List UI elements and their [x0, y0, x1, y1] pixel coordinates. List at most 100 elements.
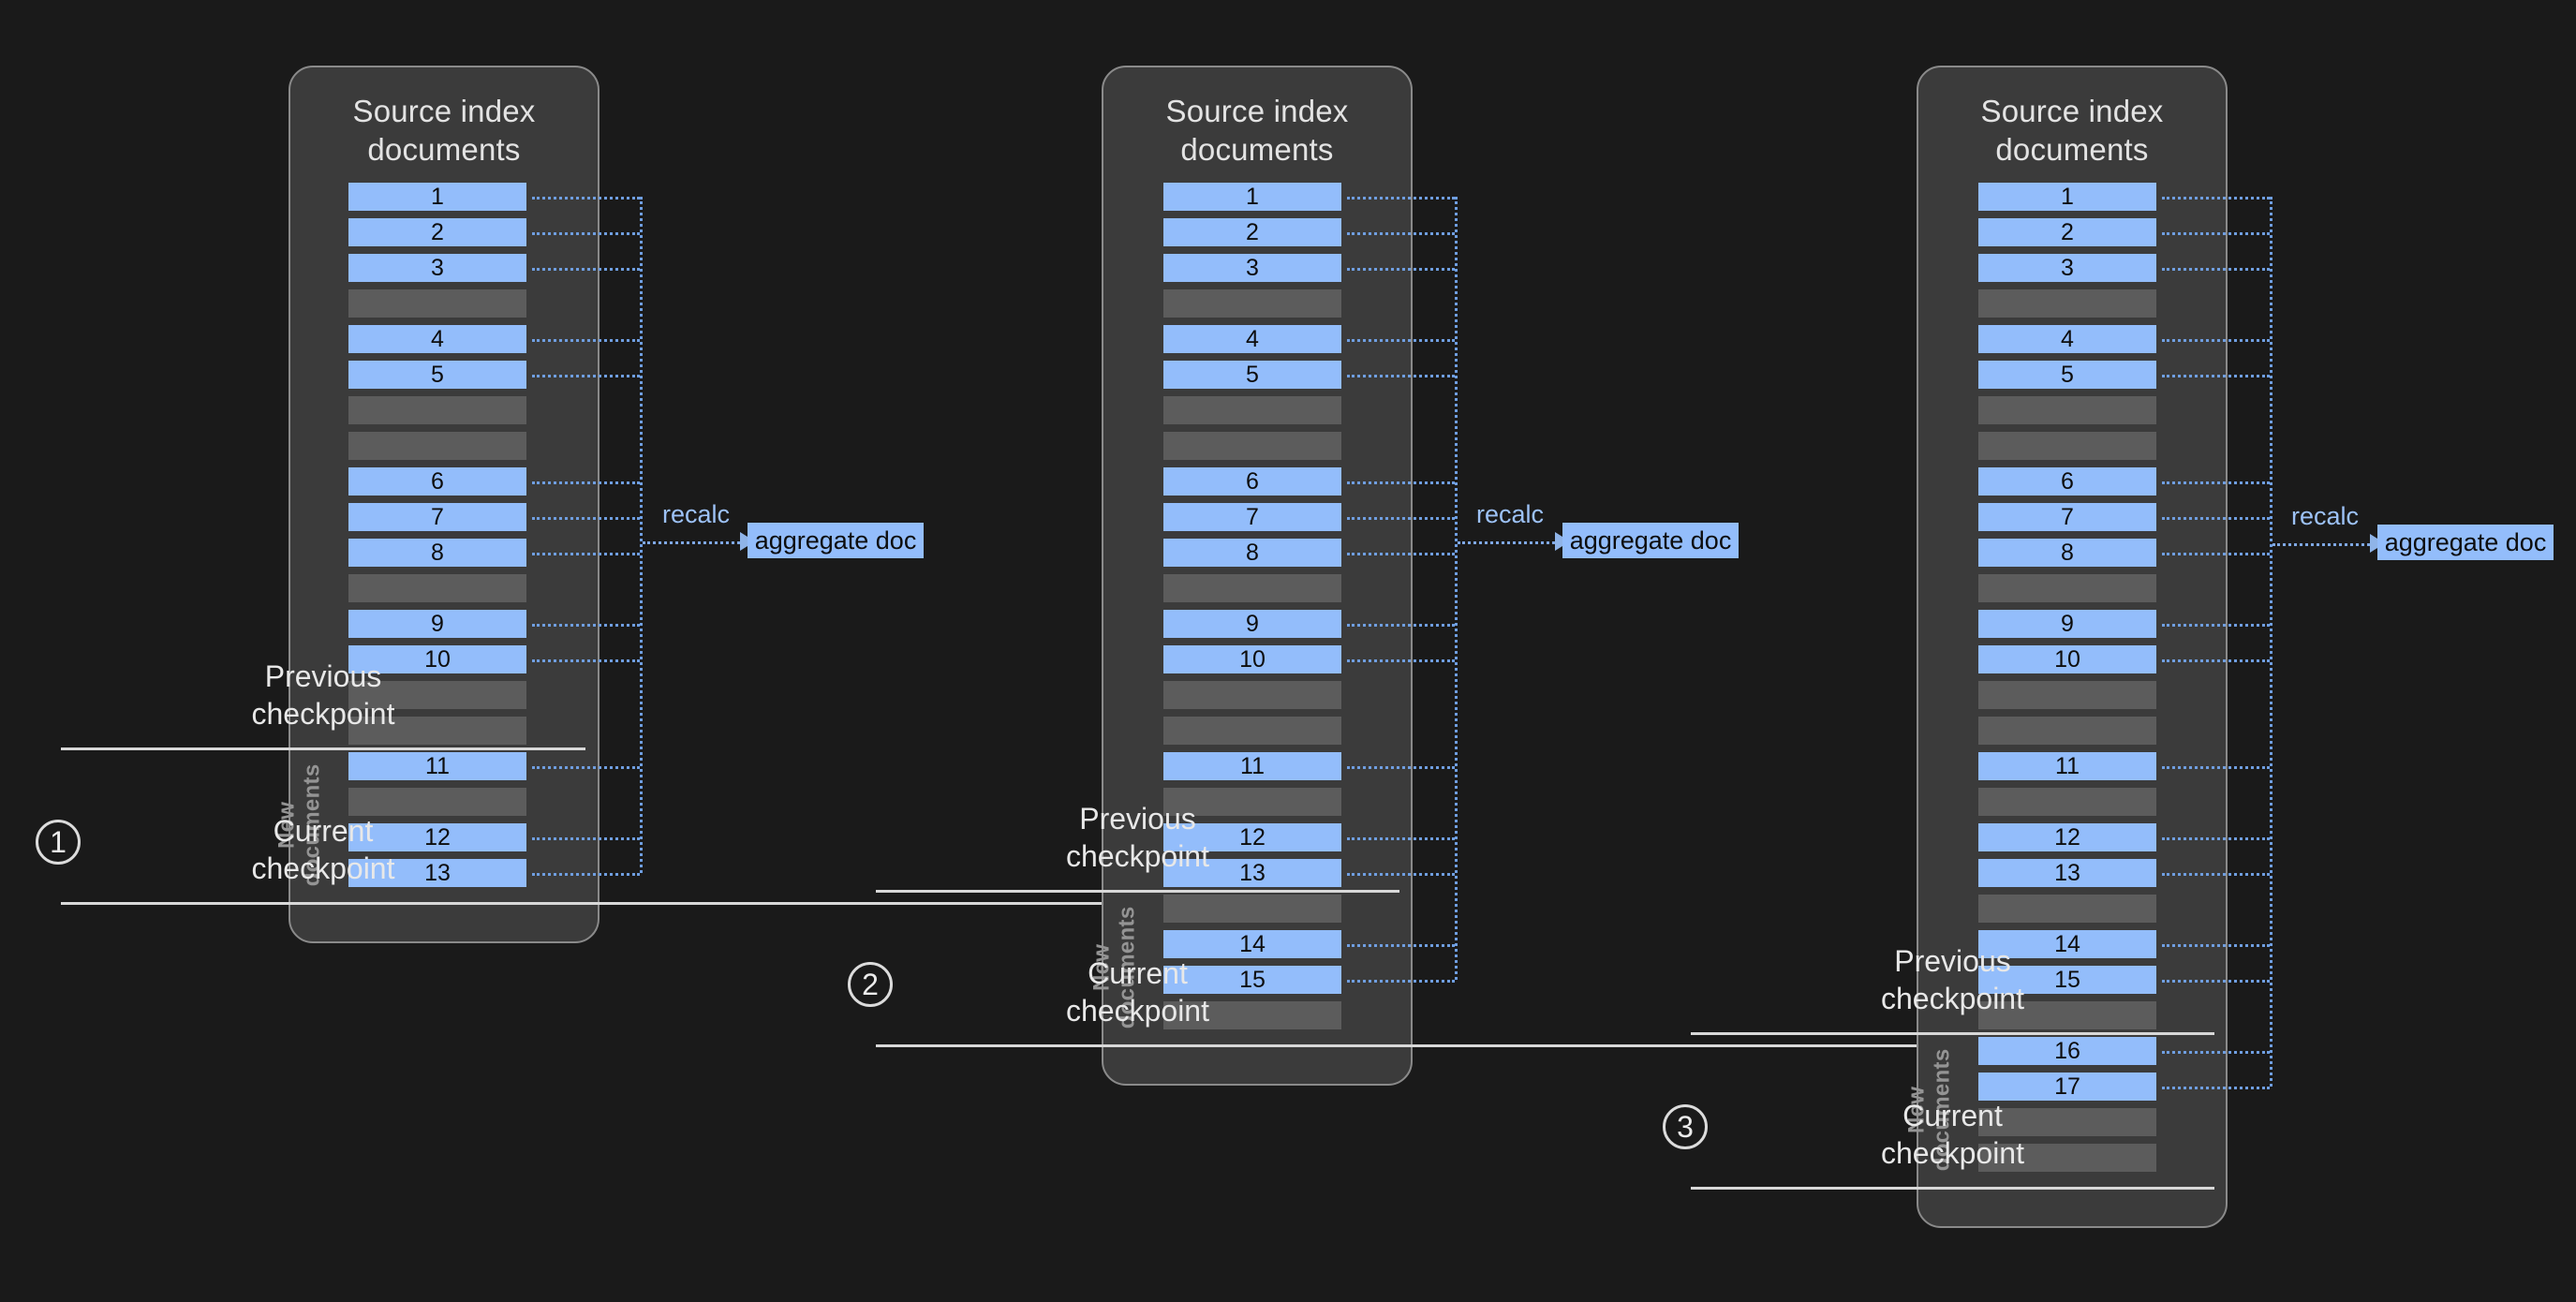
- empty-row: [1978, 1144, 2156, 1172]
- document-row: 11: [1978, 752, 2156, 780]
- document-row: 13: [1163, 859, 1341, 887]
- connector-line: [2162, 1051, 2270, 1054]
- connector-line: [532, 375, 640, 377]
- empty-row: [1163, 788, 1341, 816]
- document-row: 10: [348, 645, 526, 673]
- document-row: 4: [1978, 325, 2156, 353]
- connector-line: [1347, 232, 1455, 235]
- document-row: 13: [1978, 859, 2156, 887]
- previous-checkpoint-label: Previous checkpoint: [1881, 944, 2024, 1016]
- connector-line: [1347, 659, 1455, 662]
- document-row: 5: [1163, 361, 1341, 389]
- connector-line: [2162, 766, 2270, 769]
- document-row: 12: [1163, 823, 1341, 851]
- empty-row: [1978, 396, 2156, 424]
- connector-line: [532, 766, 640, 769]
- connector-line: [1347, 375, 1455, 377]
- empty-row: [1163, 574, 1341, 602]
- connector-line: [1347, 268, 1455, 271]
- recalc-arrow-line: [2273, 543, 2370, 546]
- document-row: 1: [1978, 183, 2156, 211]
- connector-line: [532, 837, 640, 840]
- document-row: 4: [348, 325, 526, 353]
- document-row: 7: [348, 503, 526, 531]
- connector-line: [1347, 553, 1455, 555]
- stage-3-panel-title: Source index documents: [1980, 94, 2164, 168]
- empty-row: [348, 681, 526, 709]
- connector-line: [532, 624, 640, 627]
- previous-checkpoint-rule: [1691, 1032, 2214, 1035]
- document-row: 17: [1978, 1073, 2156, 1101]
- document-row: 3: [1978, 254, 2156, 282]
- document-row: 6: [1978, 467, 2156, 496]
- aggregate-doc-box: aggregate doc: [2377, 525, 2554, 560]
- previous-checkpoint-label: Previous checkpoint: [251, 659, 395, 732]
- connector-line: [532, 197, 640, 200]
- step-number-1: 1: [36, 820, 81, 865]
- empty-row: [1163, 289, 1341, 318]
- recalc-arrow-line: [1458, 541, 1555, 544]
- connector-line: [1347, 339, 1455, 342]
- document-row: 2: [1163, 218, 1341, 246]
- document-row: 10: [1978, 645, 2156, 673]
- connector-line: [2162, 268, 2270, 271]
- document-row: 13: [348, 859, 526, 887]
- connector-line: [1347, 980, 1455, 983]
- connector-spine: [2270, 197, 2273, 1087]
- connector-spine: [1455, 197, 1458, 980]
- current-checkpoint-label: Current checkpoint: [1881, 1099, 2024, 1171]
- connector-line: [2162, 232, 2270, 235]
- document-row: 6: [1163, 467, 1341, 496]
- empty-row: [1978, 788, 2156, 816]
- document-row: 7: [1978, 503, 2156, 531]
- document-row: 14: [1163, 930, 1341, 958]
- document-row: 10: [1163, 645, 1341, 673]
- connector-line: [532, 481, 640, 484]
- connector-line: [2162, 553, 2270, 555]
- document-row: 11: [1163, 752, 1341, 780]
- current-checkpoint-label: Current checkpoint: [1066, 956, 1209, 1028]
- recalc-label: recalc: [1476, 500, 1545, 528]
- empty-row: [1163, 681, 1341, 709]
- connector-line: [532, 659, 640, 662]
- connector-line: [532, 268, 640, 271]
- connector-line: [2162, 481, 2270, 484]
- connector-line: [2162, 944, 2270, 947]
- empty-row: [348, 717, 526, 745]
- connector-line: [2162, 624, 2270, 627]
- document-row: 11: [348, 752, 526, 780]
- connector-line: [1347, 481, 1455, 484]
- current-checkpoint-rule: [61, 902, 1405, 905]
- connector-line: [532, 232, 640, 235]
- empty-row: [1163, 895, 1341, 923]
- document-row: 9: [348, 610, 526, 638]
- empty-row: [1978, 681, 2156, 709]
- current-checkpoint-rule: [876, 1044, 2215, 1047]
- empty-row: [1978, 574, 2156, 602]
- current-checkpoint-rule: [1691, 1187, 2214, 1190]
- previous-checkpoint-rule: [61, 747, 585, 750]
- connector-line: [1347, 517, 1455, 520]
- aggregate-doc-box: aggregate doc: [1562, 523, 1739, 558]
- empty-row: [1978, 895, 2156, 923]
- connector-spine: [640, 197, 643, 873]
- connector-line: [532, 517, 640, 520]
- connector-line: [532, 339, 640, 342]
- document-row: 3: [348, 254, 526, 282]
- connector-line: [2162, 375, 2270, 377]
- document-row: 8: [348, 539, 526, 567]
- empty-row: [1978, 289, 2156, 318]
- step-number-2: 2: [848, 962, 893, 1007]
- empty-row: [1978, 717, 2156, 745]
- document-row: 2: [348, 218, 526, 246]
- connector-line: [2162, 197, 2270, 200]
- empty-row: [1978, 1001, 2156, 1029]
- empty-row: [348, 289, 526, 318]
- document-row: 9: [1978, 610, 2156, 638]
- document-row: 9: [1163, 610, 1341, 638]
- previous-checkpoint-rule: [876, 890, 1399, 893]
- connector-line: [2162, 517, 2270, 520]
- document-row: 12: [348, 823, 526, 851]
- empty-row: [1978, 432, 2156, 460]
